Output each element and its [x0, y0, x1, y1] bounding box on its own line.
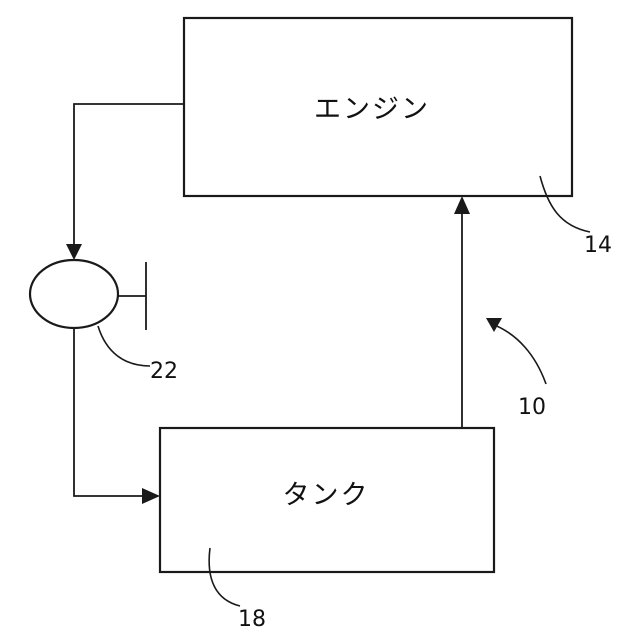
engine-inlet-arrowhead	[454, 196, 470, 214]
engine-label: エンジン	[314, 94, 430, 125]
pump-to-tank-line	[74, 328, 144, 496]
tank-label: タンク	[283, 480, 370, 511]
ref-10-arrowhead	[486, 318, 502, 332]
engine-to-pump-line	[74, 104, 184, 248]
ref-14-label: 14	[584, 233, 612, 258]
ref-10-leader	[492, 324, 546, 384]
ref-18-label: 18	[238, 607, 266, 632]
ref-22-label: 22	[150, 359, 178, 384]
pump-symbol	[30, 260, 118, 328]
pump-inlet-arrowhead	[66, 244, 82, 260]
ref-10-label: 10	[518, 395, 546, 420]
tank-inlet-arrowhead	[142, 488, 160, 504]
ref-22-leader	[98, 326, 150, 366]
